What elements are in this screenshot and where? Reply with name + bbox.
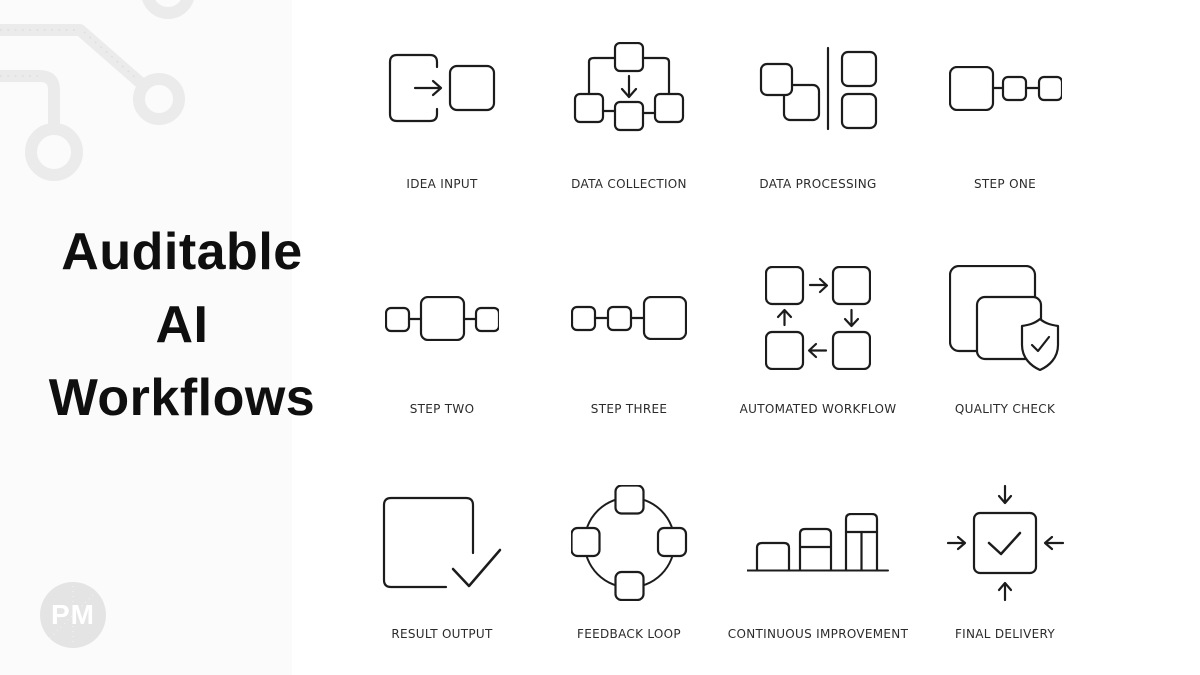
workflow-item-continuous-improvement: CONTINUOUS IMPROVEMENT xyxy=(723,480,913,650)
title-line: AI xyxy=(155,296,209,354)
item-label: RESULT OUTPUT xyxy=(391,627,493,641)
workflow-item-step-one: STEP ONE xyxy=(910,30,1100,200)
item-label: QUALITY CHECK xyxy=(954,402,1056,416)
final-delivery-icon xyxy=(946,484,1064,602)
workflow-item-step-two: STEP TWO xyxy=(347,255,537,425)
automated-workflow-icon xyxy=(765,266,871,370)
data-collection-icon xyxy=(573,42,685,132)
item-label: STEP TWO xyxy=(409,402,475,416)
workflow-item-data-processing: DATA PROCESSING xyxy=(723,30,913,200)
workflow-item-data-collection: DATA COLLECTION xyxy=(534,30,724,200)
workflow-item-final-delivery: FINAL DELIVERY xyxy=(910,480,1100,650)
step-two-icon xyxy=(385,295,499,341)
title-line: Workflows xyxy=(48,369,316,427)
workflow-item-automated-workflow: AUTOMATED WORKFLOW xyxy=(723,255,913,425)
workflow-item-feedback-loop: FEEDBACK LOOP xyxy=(534,480,724,650)
logo-texture-lines xyxy=(49,586,97,644)
workflow-item-idea-input: IDEA INPUT xyxy=(347,30,537,200)
item-label: AUTOMATED WORKFLOW xyxy=(739,402,897,416)
idea-input-icon xyxy=(388,53,496,123)
circuit-decoration-icon xyxy=(0,0,194,181)
sidebar: Auditable AI Workflows PM xyxy=(0,0,315,675)
item-label: FINAL DELIVERY xyxy=(954,627,1056,641)
workflow-item-step-three: STEP THREE xyxy=(534,255,724,425)
quality-check-icon xyxy=(948,265,1059,371)
result-output-icon xyxy=(382,496,502,589)
item-label: STEP ONE xyxy=(974,177,1036,191)
feedback-loop-icon xyxy=(570,485,687,601)
data-processing-icon xyxy=(759,46,877,130)
logo-text: PM xyxy=(51,599,95,630)
item-label: DATA PROCESSING xyxy=(759,177,877,191)
continuous-improvement-icon xyxy=(747,513,889,572)
item-label: IDEA INPUT xyxy=(406,177,478,191)
page-title: Auditable AI Workflows xyxy=(0,216,364,435)
title-line: Auditable xyxy=(61,223,303,281)
workflow-item-quality-check: QUALITY CHECK xyxy=(910,255,1100,425)
item-label: FEEDBACK LOOP xyxy=(577,627,681,641)
workflow-item-result-output: RESULT OUTPUT xyxy=(347,480,537,650)
step-three-icon xyxy=(571,296,687,340)
step-one-icon xyxy=(948,65,1062,111)
item-label: STEP THREE xyxy=(590,402,668,416)
pm-logo: PM xyxy=(40,582,106,648)
item-label: DATA COLLECTION xyxy=(571,177,687,191)
item-label: CONTINUOUS IMPROVEMENT xyxy=(727,627,909,641)
